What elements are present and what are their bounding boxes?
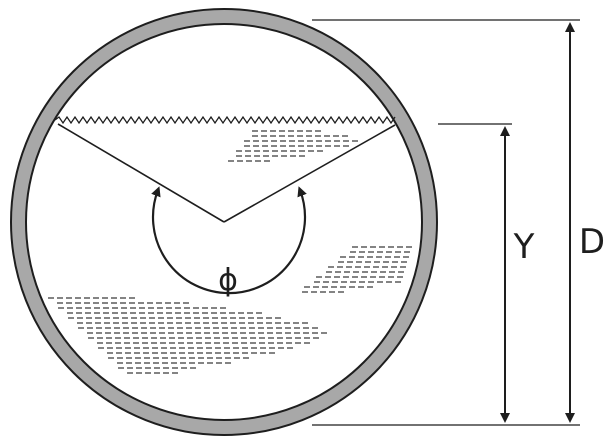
hatching-top-cluster — [228, 130, 358, 162]
angle-label: ϕ — [218, 263, 238, 298]
hatching-bottom-cluster — [48, 297, 327, 374]
central-angle-left-line — [57, 123, 225, 223]
central-angle-right-line — [223, 124, 396, 223]
angle-arc-arrow — [151, 186, 307, 295]
depth-label: Y — [513, 227, 535, 267]
water-hatching — [48, 130, 412, 374]
water-surface-line — [54, 115, 396, 125]
hatching-right-cluster — [302, 246, 412, 293]
diameter-label: D — [579, 222, 605, 262]
